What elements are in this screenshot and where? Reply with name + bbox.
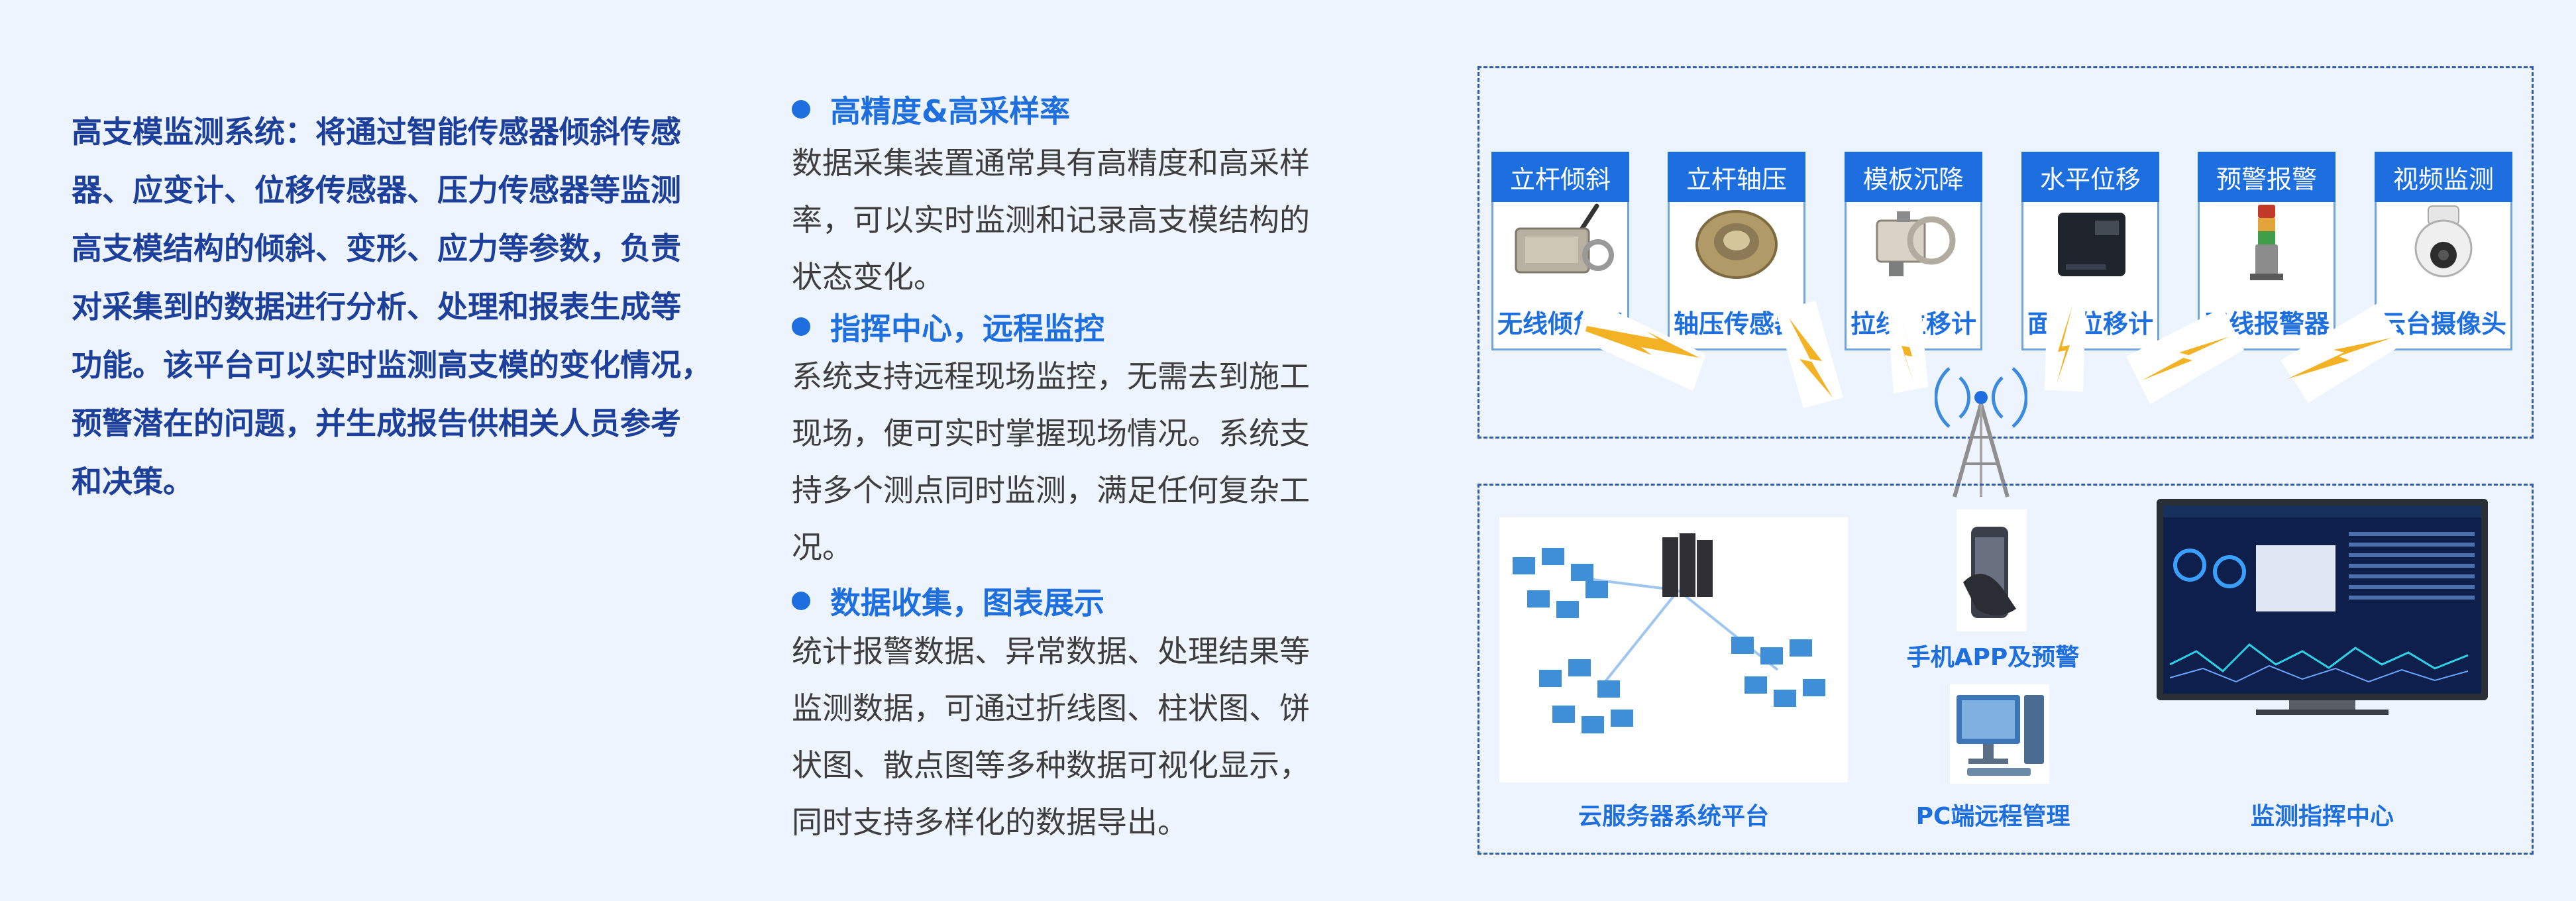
cloud-platform-label: 云服务器系统平台 xyxy=(1578,803,1769,830)
cloud-server-network-icon xyxy=(1499,517,1848,782)
intro-line: 预警潜在的问题，并生成报告供相关人员参考 xyxy=(72,405,681,441)
feature-title-precision: 高精度&高采样率 xyxy=(792,86,1070,132)
feature-line: 同时支持多样化的数据导出。 xyxy=(792,804,1188,840)
feature-line: 现场，便可实时掌握现场情况。系统支 xyxy=(792,415,1310,451)
axial-pressure-sensor-icon xyxy=(1670,203,1803,282)
lightning-icon xyxy=(2126,307,2244,404)
sensor-card-video: 视频监测 云台摄像头 xyxy=(2375,152,2512,350)
platform-panel: 云服务器系统平台 手机APP及预警 PC端远程管理 xyxy=(1477,484,2534,855)
feature-line: 数据采集装置通常具有高精度和高采样 xyxy=(792,145,1310,181)
tilt-sensor-icon xyxy=(1493,203,1627,282)
lightning-icon xyxy=(1887,298,1928,394)
bullet-icon xyxy=(792,592,810,610)
feature-body-data: 统计报警数据、异常数据、处理结果等 监测数据，可通过折线图、柱状图、饼 状图、散… xyxy=(792,623,1362,851)
intro-line: 器、应变计、位移传感器、压力传感器等监测 xyxy=(72,172,681,208)
alarm-light-icon xyxy=(2200,203,2334,282)
sensor-header: 水平位移 xyxy=(2021,152,2159,202)
feature-title-data: 数据收集，图表展示 xyxy=(792,578,1104,624)
sensor-card-horizontal: 水平位移 面阵位移计 xyxy=(2021,152,2159,350)
feature-line: 持多个测点同时监测，满足任何复杂工 xyxy=(792,472,1310,508)
feature-title-text: 数据收集，图表展示 xyxy=(830,585,1104,621)
wire-displacement-meter-icon xyxy=(1847,203,1980,282)
feature-title-text: 指挥中心，远程监控 xyxy=(830,311,1104,346)
array-displacement-meter-icon xyxy=(2023,203,2157,282)
intro-line: 功能。该平台可以实时监测高支模的变化情况， xyxy=(72,347,712,383)
lightning-icon xyxy=(1776,301,1843,408)
intro-line: 对采集到的数据进行分析、处理和报表生成等 xyxy=(72,289,681,325)
feature-body-remote: 系统支持远程现场监控，无需去到施工 现场，便可实时掌握现场情况。系统支 持多个测… xyxy=(792,348,1362,576)
intro-line: 高支模结构的倾斜、变形、应力等参数，负责 xyxy=(72,231,681,266)
feature-line: 率，可以实时监测和记录高支模结构的 xyxy=(792,202,1310,238)
mobile-app-label: 手机APP及预警 xyxy=(1906,644,2080,671)
ptz-camera-icon xyxy=(2377,203,2510,282)
feature-line: 况。 xyxy=(792,529,853,565)
sensor-card-axial: 立杆轴压 轴压传感器 xyxy=(1668,152,1805,350)
pc-remote-label: PC端远程管理 xyxy=(1915,803,2070,830)
feature-body-precision: 数据采集装置通常具有高精度和高采样 率，可以实时监测和记录高支模结构的 状态变化… xyxy=(792,134,1362,305)
sensor-header: 立杆倾斜 xyxy=(1491,152,1629,202)
lightning-icon xyxy=(2045,296,2086,392)
intro-line: 和决策。 xyxy=(72,464,193,500)
sensor-name: 云台摄像头 xyxy=(2380,309,2506,339)
mobile-phone-icon xyxy=(1957,509,2027,631)
command-center-label: 监测指挥中心 xyxy=(2250,803,2394,830)
sensor-header: 模板沉降 xyxy=(1845,152,1982,202)
antenna-tower-icon xyxy=(1935,367,2027,498)
sensor-header: 立杆轴压 xyxy=(1668,152,1805,202)
feature-line: 监测数据，可通过折线图、柱状图、饼 xyxy=(792,690,1310,726)
pc-computer-icon xyxy=(1950,684,2049,784)
feature-title-remote: 指挥中心，远程监控 xyxy=(792,303,1104,350)
lightning-icon xyxy=(1576,298,1706,391)
feature-line: 状图、散点图等多种数据可视化显示， xyxy=(792,747,1310,783)
sensor-header: 预警报警 xyxy=(2198,152,2335,202)
sensor-header: 视频监测 xyxy=(2375,152,2512,202)
bullet-icon xyxy=(792,100,810,119)
feature-line: 状态变化。 xyxy=(792,259,944,295)
feature-title-text: 高精度&高采样率 xyxy=(830,93,1071,129)
bullet-icon xyxy=(792,317,810,336)
monitor-dashboard-icon xyxy=(2157,499,2488,717)
feature-line: 统计报警数据、异常数据、处理结果等 xyxy=(792,633,1310,669)
sensor-card-alarm: 预警报警 无线报警器 xyxy=(2198,152,2335,350)
intro-paragraph: 高支模监测系统：将通过智能传感器倾斜传感 器、应变计、位移传感器、压力传感器等监… xyxy=(72,103,734,511)
lightning-icon xyxy=(2281,303,2405,403)
feature-line: 系统支持远程现场监控，无需去到施工 xyxy=(792,358,1310,394)
intro-line: 高支模监测系统：将通过智能传感器倾斜传感 xyxy=(72,114,681,150)
